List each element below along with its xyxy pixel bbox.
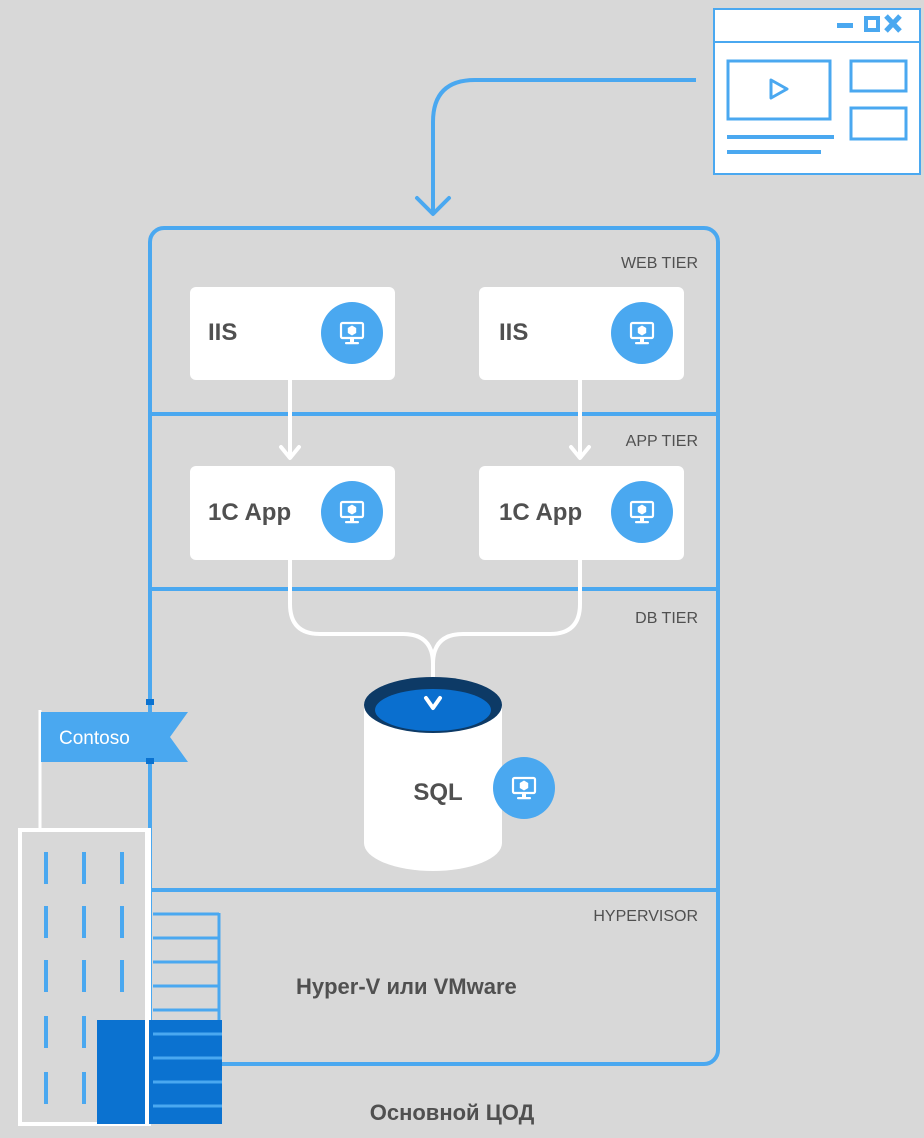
- play-icon: [769, 78, 789, 100]
- tier-container: [148, 226, 720, 1066]
- arrow-down-icon: [569, 445, 591, 460]
- office-building-icon: [18, 828, 222, 1126]
- server-name: 1C App: [208, 499, 291, 526]
- browser-window-icon: [713, 8, 921, 175]
- connector-app-db-left: [288, 560, 435, 708]
- flag-label: Contoso: [59, 728, 130, 749]
- datacenter-caption: Основной ЦОД: [370, 1100, 535, 1125]
- db-tier-label: DB TIER: [635, 610, 698, 627]
- app-server-card-right: 1C App: [479, 466, 684, 560]
- app-server-card-left: 1C App: [190, 466, 395, 560]
- sql-database: SQL: [364, 677, 555, 871]
- connector-app-db-right: [431, 560, 582, 665]
- iis-server-card-right: IIS: [479, 287, 684, 380]
- server-name: 1C App: [499, 499, 582, 526]
- arrow-down-icon: [424, 696, 442, 710]
- arrow-down-icon: [415, 196, 451, 216]
- maximize-icon: [864, 16, 880, 32]
- app-tier-label: APP TIER: [626, 433, 698, 450]
- iis-server-card-left: IIS: [190, 287, 395, 380]
- web-tier-label: WEB TIER: [621, 255, 698, 272]
- database-name: SQL: [413, 779, 462, 806]
- browser-connector: [431, 78, 696, 212]
- minimize-icon: [837, 23, 853, 28]
- hypervisor-label: Hyper-V или VMware: [296, 974, 517, 999]
- arrow-down-icon: [279, 445, 301, 460]
- server-name: IIS: [208, 319, 237, 346]
- close-icon: [884, 14, 902, 33]
- server-name: IIS: [499, 319, 528, 346]
- hypervisor-tier-label: HYPERVISOR: [593, 908, 698, 925]
- contoso-flag: [41, 712, 188, 762]
